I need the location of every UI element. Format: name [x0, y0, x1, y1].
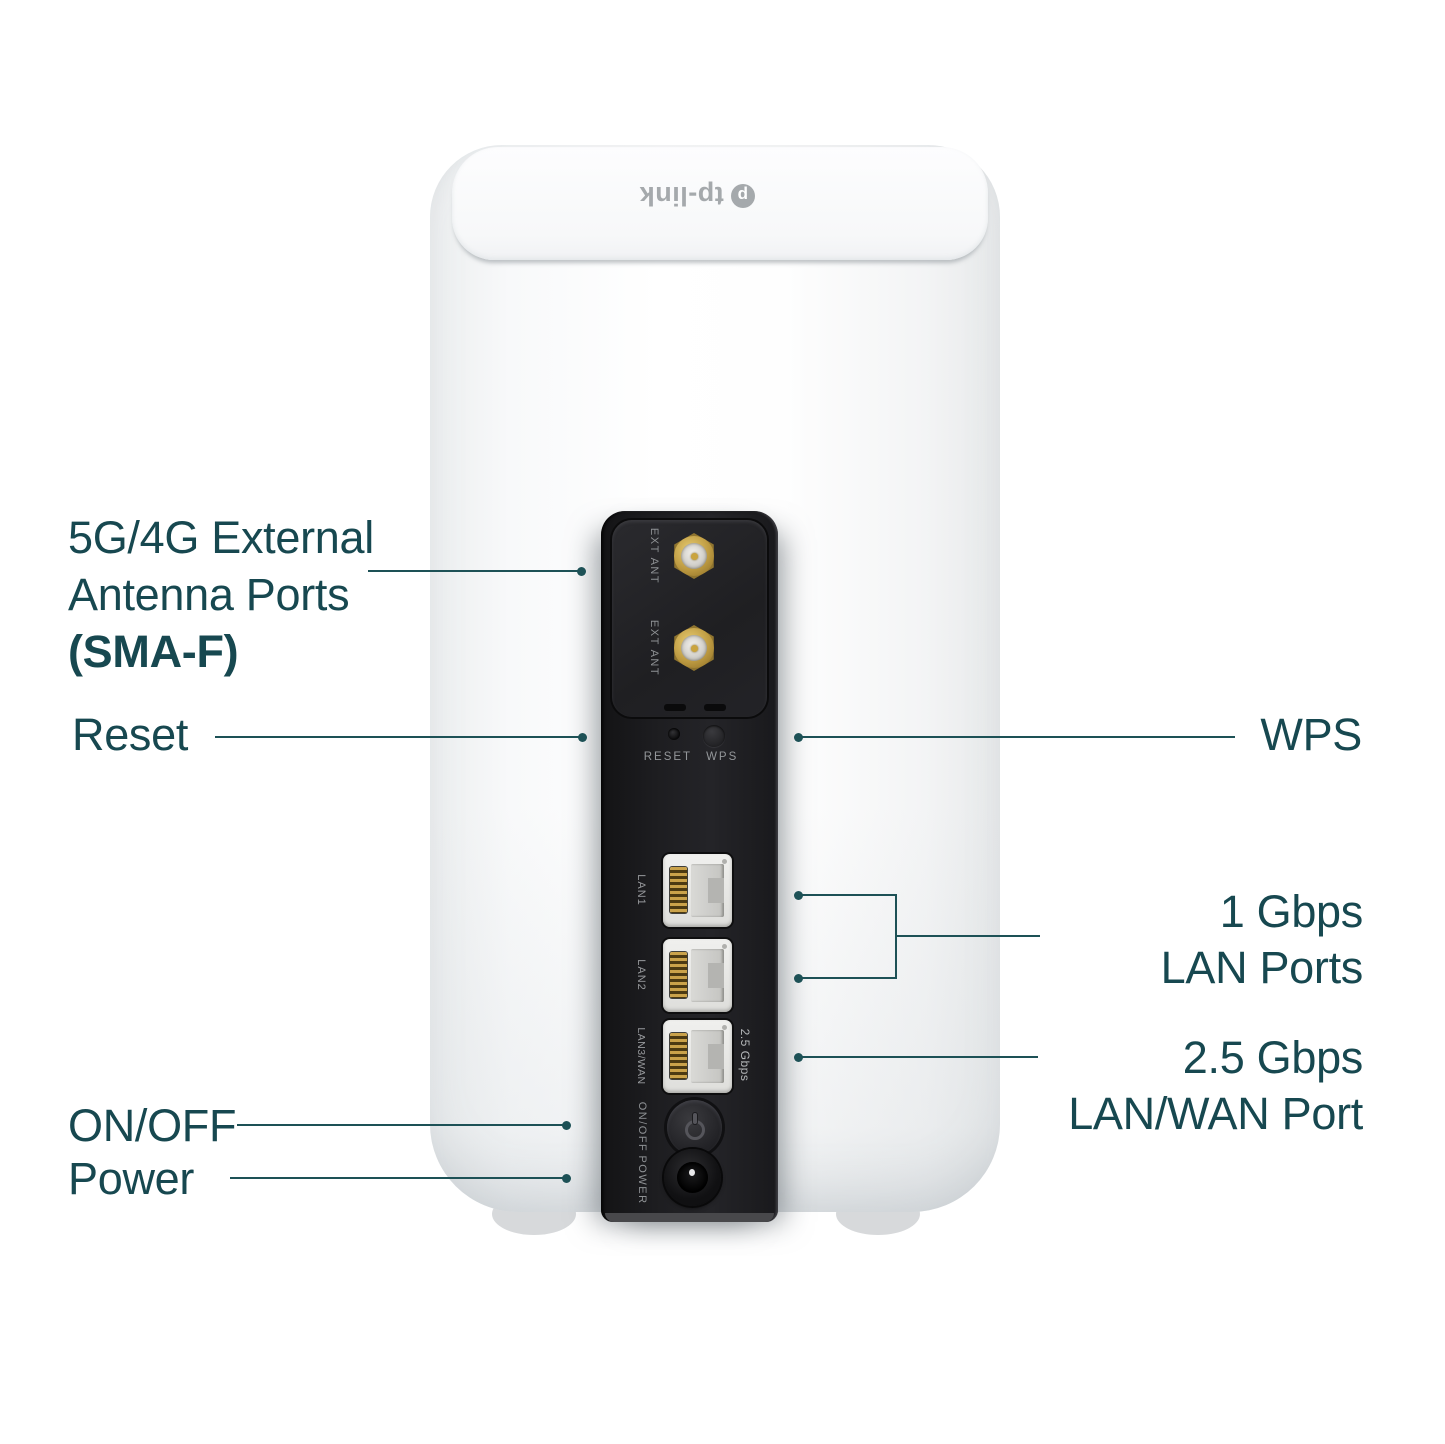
lan2-leader-line — [794, 973, 897, 983]
tplink-logo-text: tp-link — [639, 181, 724, 212]
dc-jack-pin-highlight — [689, 1169, 695, 1176]
lan-bracket-middle-line — [897, 935, 1040, 937]
port-screw — [722, 859, 727, 864]
onoff-leader-dot — [562, 1120, 571, 1130]
wan-label-line1: 2.5 Gbps — [1182, 1032, 1364, 1083]
lan2-leader-dot — [794, 973, 803, 983]
onoff-power-button — [667, 1100, 722, 1155]
rj45-clip-slot — [708, 1044, 724, 1069]
power-callout-label: Power — [68, 1153, 195, 1204]
lan1-port — [663, 854, 732, 927]
power-leader-dot — [562, 1173, 571, 1183]
panel-base-strip — [605, 1213, 774, 1222]
reset-callout-label: Reset — [72, 709, 189, 760]
lan3-wan-port — [663, 1020, 732, 1093]
sma-antenna-connector-bottom — [671, 625, 717, 671]
reset-pinhole — [668, 728, 680, 740]
reset-wps-label-row: RESET WPS — [611, 751, 771, 763]
tplink-logo: p tp-link — [627, 181, 767, 212]
cover-slot-left — [664, 704, 686, 711]
lan-ports-callout-label: 1 Gbps LAN Ports — [1160, 884, 1364, 996]
antenna-label-line1: 5G/4G External — [68, 512, 374, 563]
antenna-label-line3: (SMA-F) — [68, 626, 239, 677]
rj45-clip-slot — [708, 963, 724, 988]
power-dc-jack — [664, 1149, 721, 1206]
lan-label-line1: 1 Gbps — [1219, 886, 1364, 937]
reset-panel-label: RESET — [643, 751, 693, 763]
wan-label-line2: LAN/WAN Port — [1068, 1088, 1363, 1139]
power-symbol-stick — [693, 1113, 697, 1124]
lan1-panel-label: LAN1 — [635, 874, 647, 906]
reset-leader-dot — [578, 732, 587, 742]
wan-port-callout-label: 2.5 Gbps LAN/WAN Port — [1068, 1030, 1363, 1142]
onoff-leader-line — [237, 1120, 571, 1130]
lan3-wan-panel-label: LAN3/WAN — [635, 1027, 647, 1085]
lan2-port — [663, 939, 732, 1012]
port-screw — [722, 1025, 727, 1030]
lan2-panel-label: LAN2 — [635, 959, 647, 991]
rj45-pins — [670, 867, 687, 913]
lan1-leader-dot — [794, 890, 803, 900]
lan-label-line2: LAN Ports — [1160, 942, 1364, 993]
sma-antenna-connector-top — [671, 533, 717, 579]
wps-callout-label: WPS — [1260, 709, 1362, 760]
port-screw — [722, 944, 727, 949]
reset-leader-line — [215, 732, 587, 742]
wan-leader-line — [794, 1052, 1038, 1062]
cover-slot-right — [704, 704, 726, 711]
wps-leader-dot — [794, 732, 803, 742]
wan-leader-dot — [794, 1052, 803, 1062]
wps-leader-line — [794, 732, 1235, 742]
sma-center-pin — [691, 645, 698, 652]
wan-speed-panel-label: 2.5 Gbps — [738, 1028, 752, 1082]
lan-bracket-vertical-line — [895, 894, 897, 979]
wps-button — [703, 725, 725, 747]
ext-ant-label-bottom: EXT ANT — [648, 619, 660, 677]
antenna-ports-label: 5G/4G External Antenna Ports (SMA-F) — [68, 509, 374, 680]
rear-io-panel: EXT ANT EXT ANT RESET WPS LAN1 LAN2 — [601, 511, 778, 1222]
sma-center-pin — [691, 553, 698, 560]
power-leader-line — [230, 1173, 571, 1183]
lan1-leader-line — [794, 890, 897, 900]
ext-ant-label-top: EXT ANT — [648, 527, 660, 585]
rj45-pins — [670, 952, 687, 998]
wps-panel-label: WPS — [706, 751, 739, 763]
rj45-pins — [670, 1033, 687, 1079]
dc-jack-hole — [677, 1162, 708, 1193]
antenna-label-line2: Antenna Ports — [68, 569, 350, 620]
rj45-clip-slot — [708, 878, 724, 903]
tplink-logo-icon: p — [730, 184, 755, 208]
antenna-leader-line — [368, 566, 586, 576]
onoff-callout-label: ON/OFF — [68, 1100, 237, 1151]
router-top-lid — [452, 147, 988, 260]
antenna-leader-dot — [577, 566, 586, 576]
power-panel-label: POWER — [636, 1155, 648, 1205]
